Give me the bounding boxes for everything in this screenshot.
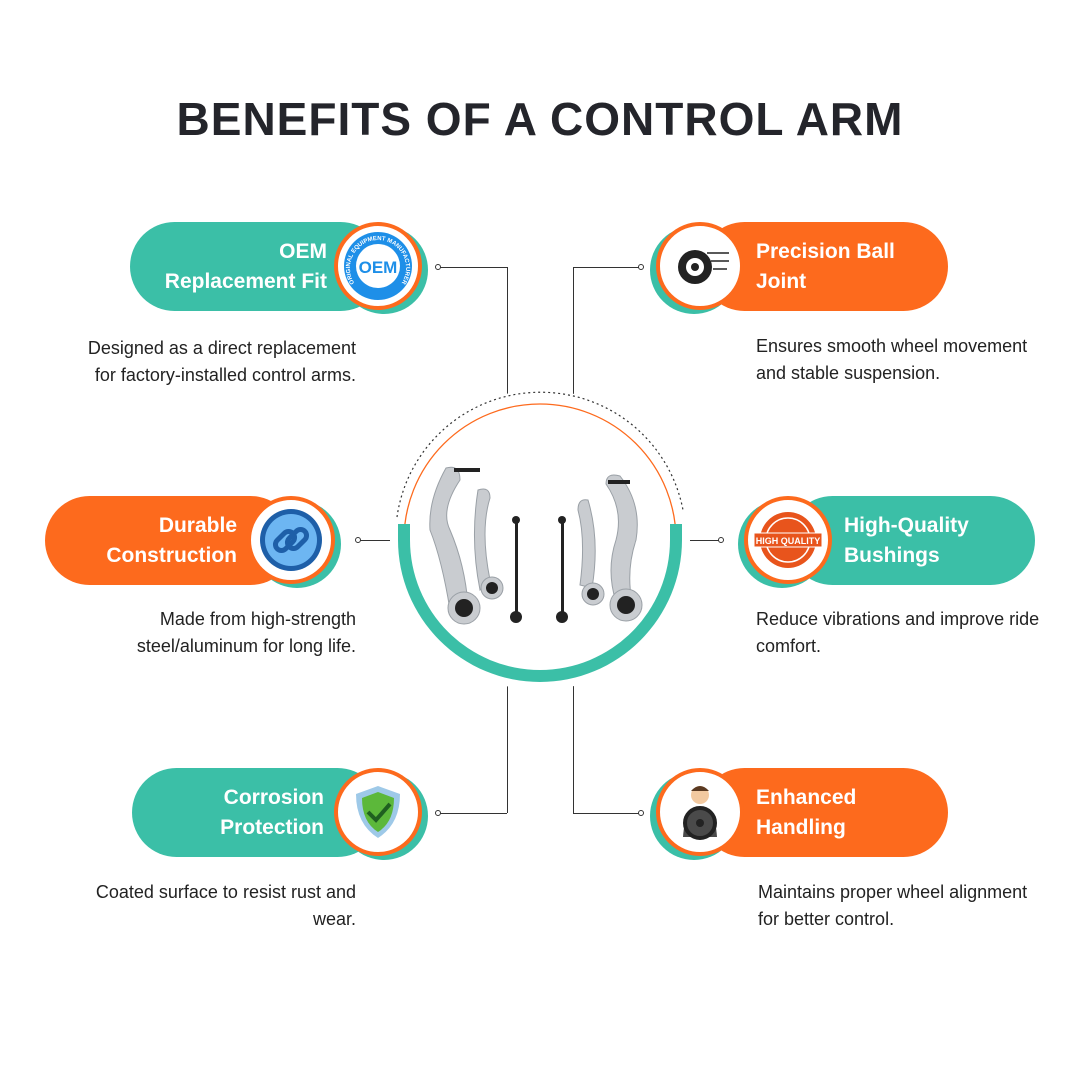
connector-line [440, 813, 507, 814]
connector-dot [638, 264, 644, 270]
connector-line [360, 540, 394, 541]
connector-dot [435, 810, 441, 816]
benefit-title: Construction [106, 543, 237, 567]
connector-line [573, 680, 574, 813]
benefit-title: OEM [279, 239, 327, 263]
connector-line [573, 267, 574, 407]
connector-dot [435, 264, 441, 270]
benefit-title: Precision Ball [756, 239, 895, 263]
high-quality-label: HIGH QUALITY [756, 536, 821, 546]
connector-dot [718, 537, 724, 543]
chain-link-icon [247, 496, 335, 584]
connector-line [507, 680, 508, 813]
connector-line [573, 267, 640, 268]
benefit-title: Corrosion [223, 785, 324, 809]
connector-line [507, 267, 508, 407]
benefit-title: High-Quality [844, 513, 969, 537]
page-title: BENEFITS OF A CONTROL ARM [176, 93, 904, 145]
oem-badge-icon: ORIGINAL EQUIPMENT MANUFACTURER OEM [334, 222, 422, 310]
connector-line [573, 813, 640, 814]
benefit-title: Bushings [844, 543, 940, 567]
connector-dot [638, 810, 644, 816]
wheel-icon [656, 222, 744, 310]
connector-dot [355, 537, 361, 543]
benefit-title: Enhanced [756, 785, 857, 809]
benefit-title: Replacement Fit [164, 269, 327, 293]
control-arm-product-image [390, 390, 690, 690]
high-quality-badge-icon: HIGH QUALITY [744, 496, 832, 584]
benefit-description: Reduce vibrations and improve ride comfo… [756, 609, 1040, 656]
driver-steering-icon [656, 768, 744, 856]
benefit-title: Durable [158, 513, 237, 537]
benefit-title: Handling [756, 815, 846, 839]
benefit-description: Made from high-strength steel/aluminum f… [136, 609, 356, 656]
shield-check-icon [334, 768, 422, 856]
benefit-description: Ensures smooth wheel movement and stable… [756, 336, 1028, 383]
connector-line [686, 540, 720, 541]
oem-label: OEM [359, 258, 398, 277]
benefit-description: Designed as a direct replacement for fac… [87, 338, 356, 385]
benefit-title: Protection [220, 815, 324, 839]
benefit-description: Maintains proper wheel alignment for bet… [758, 882, 1028, 929]
connector-line [440, 267, 507, 268]
benefit-description: Coated surface to resist rust and wear. [95, 882, 356, 929]
benefit-title: Joint [756, 269, 807, 293]
benefit-bushings-pill: High-Quality Bushings [788, 496, 1035, 585]
